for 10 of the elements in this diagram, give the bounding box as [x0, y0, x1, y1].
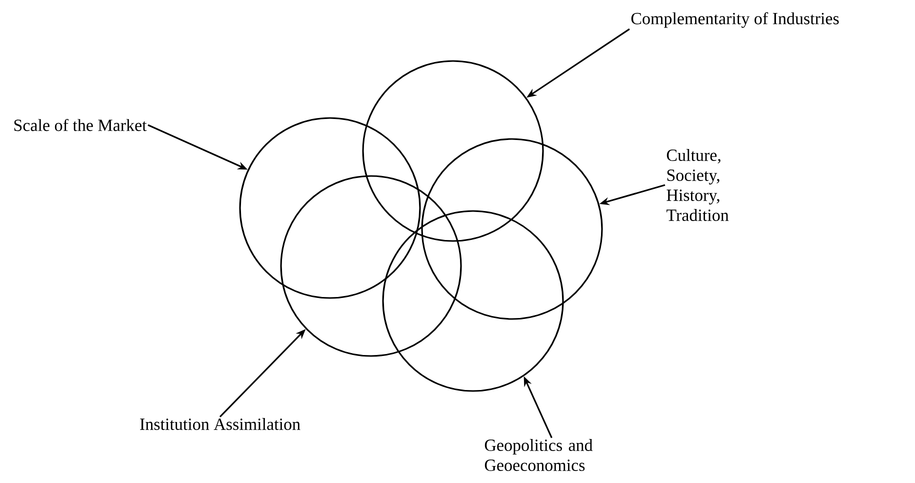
- label-text: Scale of the Market: [14, 118, 147, 132]
- circle: [421, 138, 603, 320]
- circle: [280, 175, 462, 357]
- circle: [382, 210, 564, 392]
- label-text: Complementarity of Industries: [631, 12, 839, 28]
- label-text: Geopolitics and Geoeconomics: [484, 439, 593, 471]
- circle: [239, 117, 421, 299]
- label-text: Institution Assimilation: [140, 418, 300, 430]
- label-text: Culture, Society, History, Tradition: [666, 149, 729, 221]
- circle: [362, 60, 544, 242]
